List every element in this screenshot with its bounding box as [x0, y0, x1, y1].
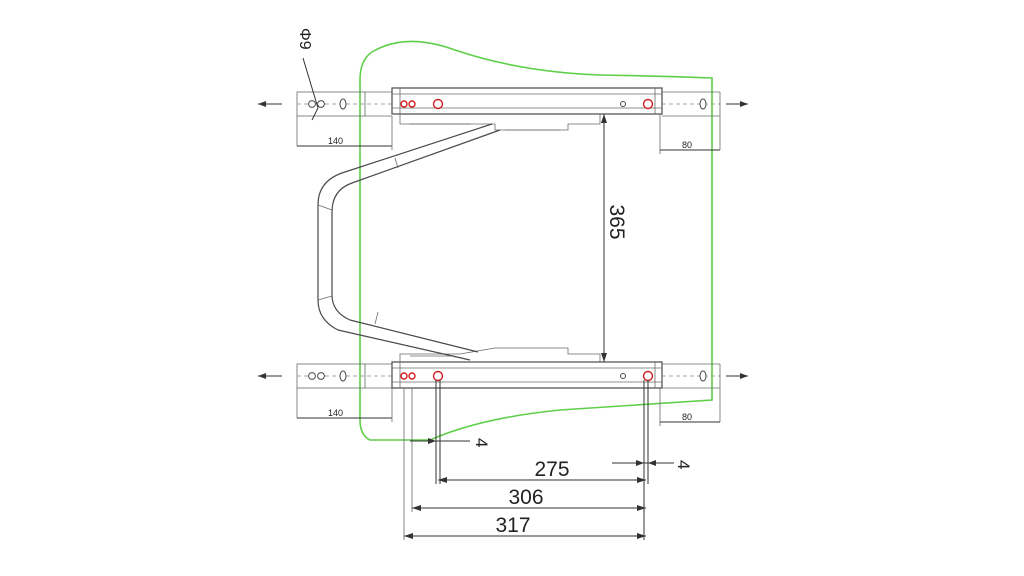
top-rail	[258, 87, 748, 150]
top-red-hole-4	[642, 98, 654, 110]
dim-317: 317	[495, 514, 530, 537]
top-red-hole-1	[400, 100, 408, 108]
seat-outline	[359, 40, 713, 441]
bottom-red-hole-3	[432, 370, 444, 382]
bottom-dim-stack	[403, 380, 674, 540]
gap-right-label: 4	[674, 460, 693, 469]
bottom-rail	[258, 347, 748, 422]
height-label: 365	[605, 204, 628, 239]
top-main-rail	[391, 87, 663, 115]
dia-label: Φ9	[296, 28, 313, 50]
dim-306: 306	[508, 486, 543, 509]
right-top-dim: 80	[682, 140, 692, 150]
dia-leader	[302, 57, 319, 121]
bottom-red-hole-1	[400, 372, 408, 380]
small-dim-lines	[297, 114, 720, 426]
bottom-main-rail	[391, 361, 663, 389]
left-bottom-dim: 140	[328, 408, 343, 418]
adjust-bar	[317, 123, 501, 361]
bottom-red-hole-2	[408, 372, 416, 380]
dim-275: 275	[534, 458, 569, 481]
bottom-red-hole-4	[642, 370, 654, 382]
gap-left-label: 4	[472, 438, 491, 447]
left-top-dim: 140	[328, 136, 343, 146]
top-red-hole-2	[408, 100, 416, 108]
height-dimension	[601, 114, 607, 362]
top-red-hole-3	[432, 98, 444, 110]
right-bottom-dim: 80	[682, 412, 692, 422]
